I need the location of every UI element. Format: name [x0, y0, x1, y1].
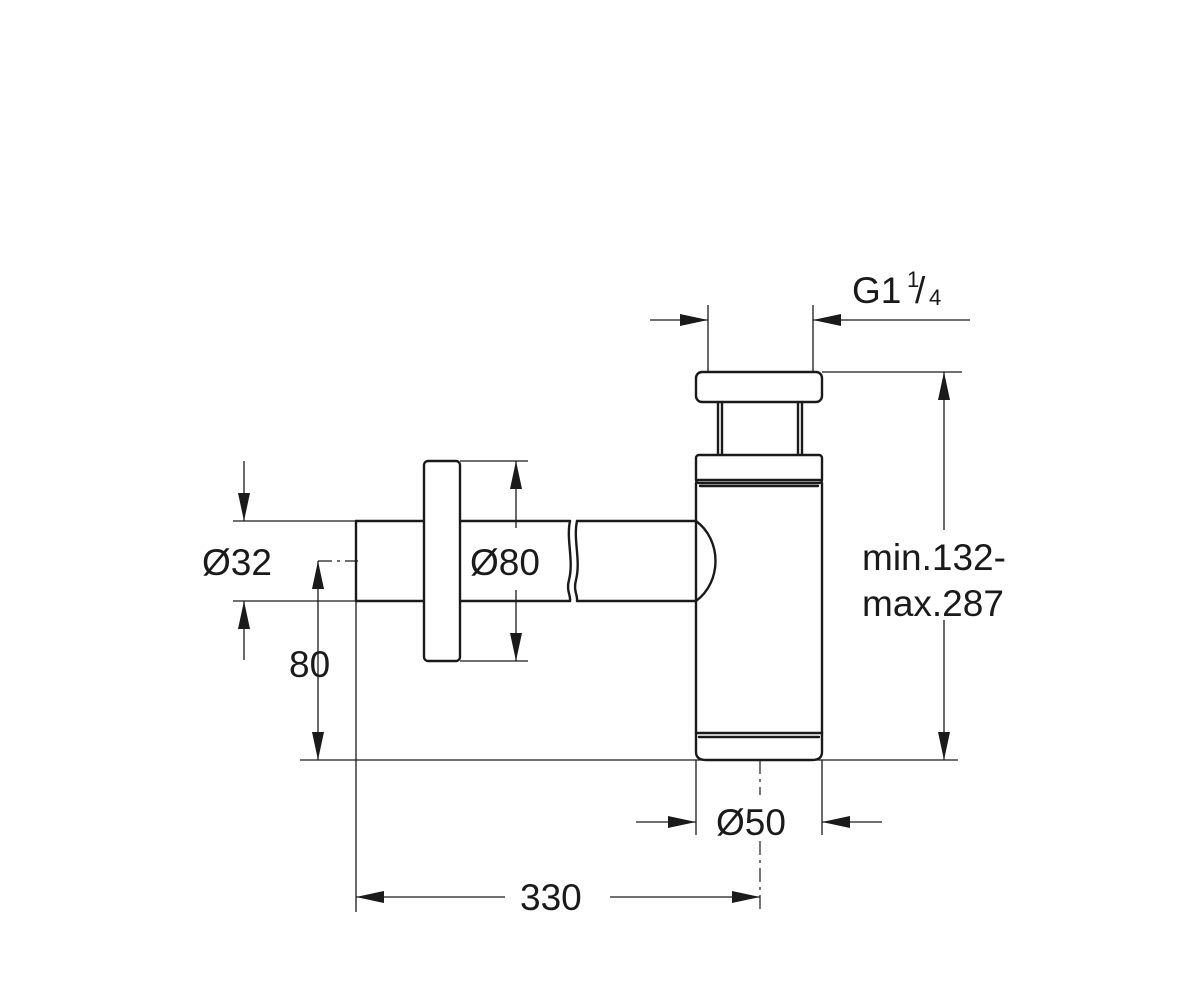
dimension-g1-1-4: G1 1 / 4 — [650, 267, 970, 326]
top-connector — [694, 370, 824, 457]
bottom-cap — [694, 731, 824, 762]
label-diameter-80: Ø80 — [470, 542, 540, 583]
dimension-diameter-32: Ø32 — [202, 461, 272, 660]
svg-text:G1: G1 — [852, 270, 901, 311]
center-lines — [318, 560, 761, 910]
dimension-projection-330: 330 — [356, 877, 760, 918]
thread-slash: / — [915, 270, 926, 311]
extension-lines — [233, 305, 962, 912]
bottle-cylinder — [694, 481, 824, 735]
wall-pipe — [354, 519, 717, 603]
dimension-diameter-80: Ø80 — [470, 461, 540, 661]
dimension-height-80: 80 — [289, 561, 330, 760]
label-projection-330: 330 — [520, 877, 582, 918]
thread-numerator: 1 — [907, 267, 919, 292]
dimension-diameter-50: Ø50 — [636, 795, 882, 843]
label-height-max: max.287 — [862, 583, 1004, 624]
siphon-body — [354, 370, 824, 762]
dimension-height-range: min.132- max.287 — [858, 372, 1028, 760]
thread-prefix: G1 — [852, 270, 901, 311]
bottle-nut — [694, 453, 824, 485]
wall-rosette — [422, 459, 462, 663]
label-diameter-50: Ø50 — [716, 802, 786, 843]
label-height-min: min.132- — [862, 537, 1006, 578]
label-height-80: 80 — [289, 644, 330, 685]
label-diameter-32: Ø32 — [202, 542, 272, 583]
thread-denominator: 4 — [929, 285, 941, 310]
